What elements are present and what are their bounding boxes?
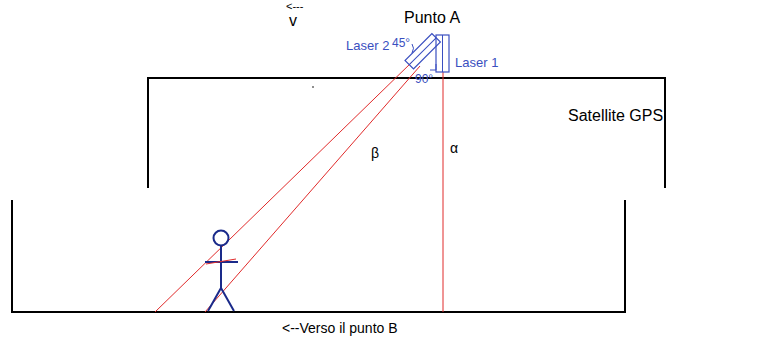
angle-label: β: [371, 146, 379, 161]
laser-device: [442, 35, 443, 72]
laser-beam: [155, 62, 412, 312]
direction-label: <--Verso il punto B: [282, 321, 398, 336]
laser-device: [436, 35, 449, 72]
angle-mark: [430, 64, 436, 70]
direction-arrow: <---: [286, 0, 303, 12]
region-label: Satellite GPS: [568, 107, 663, 125]
point-label: Punto A: [404, 9, 460, 27]
person-figure: [205, 231, 238, 312]
device-label: Laser 2: [346, 39, 389, 53]
angle-label: 90°: [415, 73, 433, 86]
laser-beam: [443, 72, 444, 312]
angle-mark: [412, 44, 414, 53]
device-label: Laser 1: [455, 56, 498, 70]
satellite-outline: [148, 78, 665, 188]
laser-beam: [205, 66, 420, 312]
stray-dot: [312, 86, 314, 88]
laser-device: [405, 34, 440, 69]
ground-outline: [12, 200, 625, 312]
angle-label: 45°: [392, 37, 410, 50]
velocity-label: v: [289, 12, 297, 30]
angle-label: α: [450, 141, 458, 156]
